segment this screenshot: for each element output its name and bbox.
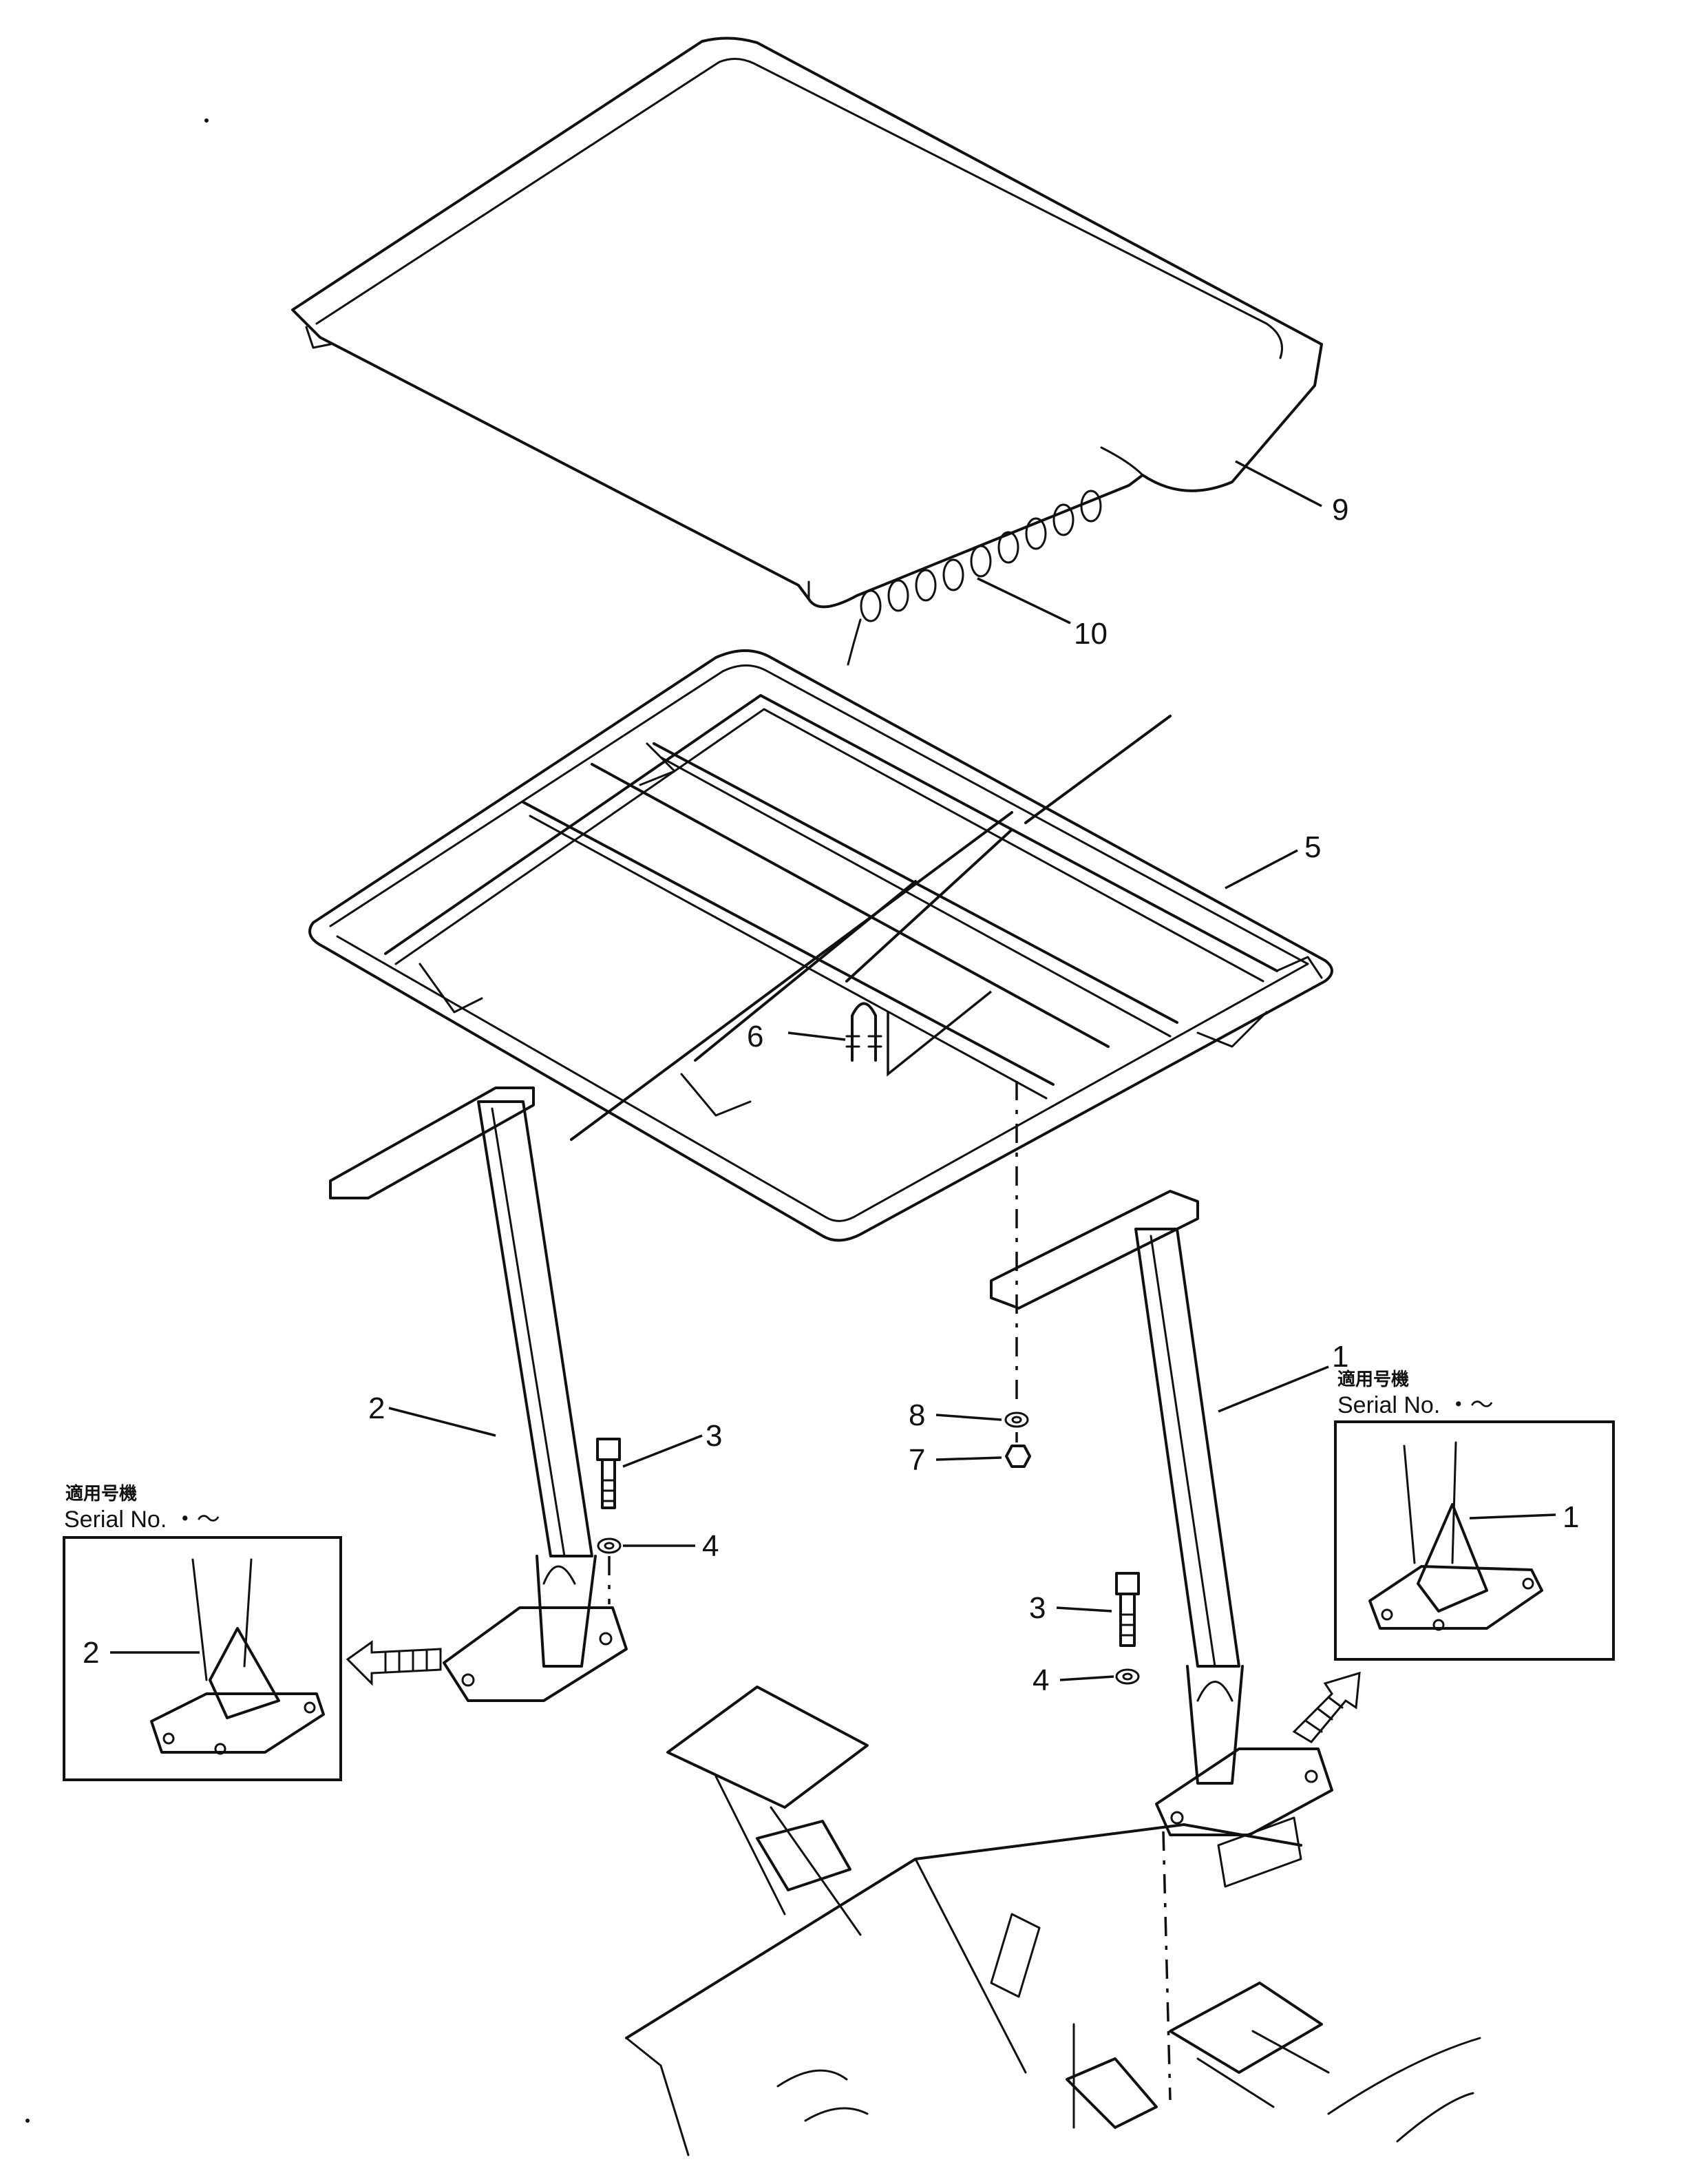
- canopy-roof-panel: [291, 36, 1323, 609]
- view-arrow-right: [1292, 1671, 1361, 1743]
- roof-frame: [308, 649, 1333, 1242]
- machine-body: [625, 1686, 1481, 2156]
- nut: [1005, 1445, 1031, 1468]
- callout-4-left: 4: [702, 1529, 719, 1563]
- speck: [204, 118, 209, 123]
- callout-6: 6: [747, 1020, 763, 1053]
- callout-2: 2: [368, 1392, 385, 1425]
- serial-label-left: Serial No. ・～: [64, 1506, 220, 1533]
- bolt-right: [1115, 1572, 1140, 1647]
- washer-upper: [1004, 1411, 1029, 1428]
- callout-labels: 9 10 5 6 2 1 3 4 8 7 3 4: [368, 493, 1348, 1697]
- callout-3-left: 3: [706, 1419, 722, 1453]
- callout-5: 5: [1304, 830, 1321, 864]
- callout-7: 7: [909, 1443, 925, 1477]
- callout-10: 10: [1074, 617, 1108, 651]
- washer-left: [597, 1537, 622, 1554]
- detail-box-right: [1334, 1420, 1615, 1661]
- pillar-right: [990, 1190, 1333, 1836]
- bolt-left: [596, 1438, 621, 1509]
- callout-9: 9: [1332, 493, 1348, 527]
- leader-lines: [110, 460, 1556, 1681]
- hose-coil: [847, 490, 1102, 666]
- speck: [25, 2119, 30, 2123]
- detail-right-labels: 適用号機 Serial No. ・～ 1: [1337, 1369, 1579, 1534]
- callout-3-right: 3: [1029, 1591, 1046, 1625]
- detail-box-left: [63, 1536, 342, 1781]
- u-bolt: [845, 990, 993, 1077]
- callout-8: 8: [909, 1398, 925, 1432]
- applicable-label-right: 適用号機: [1337, 1369, 1409, 1389]
- serial-label-right: Serial No. ・～: [1337, 1392, 1494, 1418]
- washer-right: [1115, 1668, 1140, 1685]
- detail-left-callout: 2: [83, 1636, 99, 1670]
- pillar-left: [329, 1086, 628, 1702]
- detail-left-labels: 適用号機 Serial No. ・～ 2: [64, 1483, 220, 1670]
- detail-right-callout: 1: [1563, 1500, 1579, 1534]
- callout-4-right: 4: [1033, 1663, 1049, 1697]
- callout-1: 1: [1332, 1340, 1348, 1374]
- applicable-label-left: 適用号機: [65, 1483, 137, 1504]
- view-arrow-left: [346, 1640, 442, 1686]
